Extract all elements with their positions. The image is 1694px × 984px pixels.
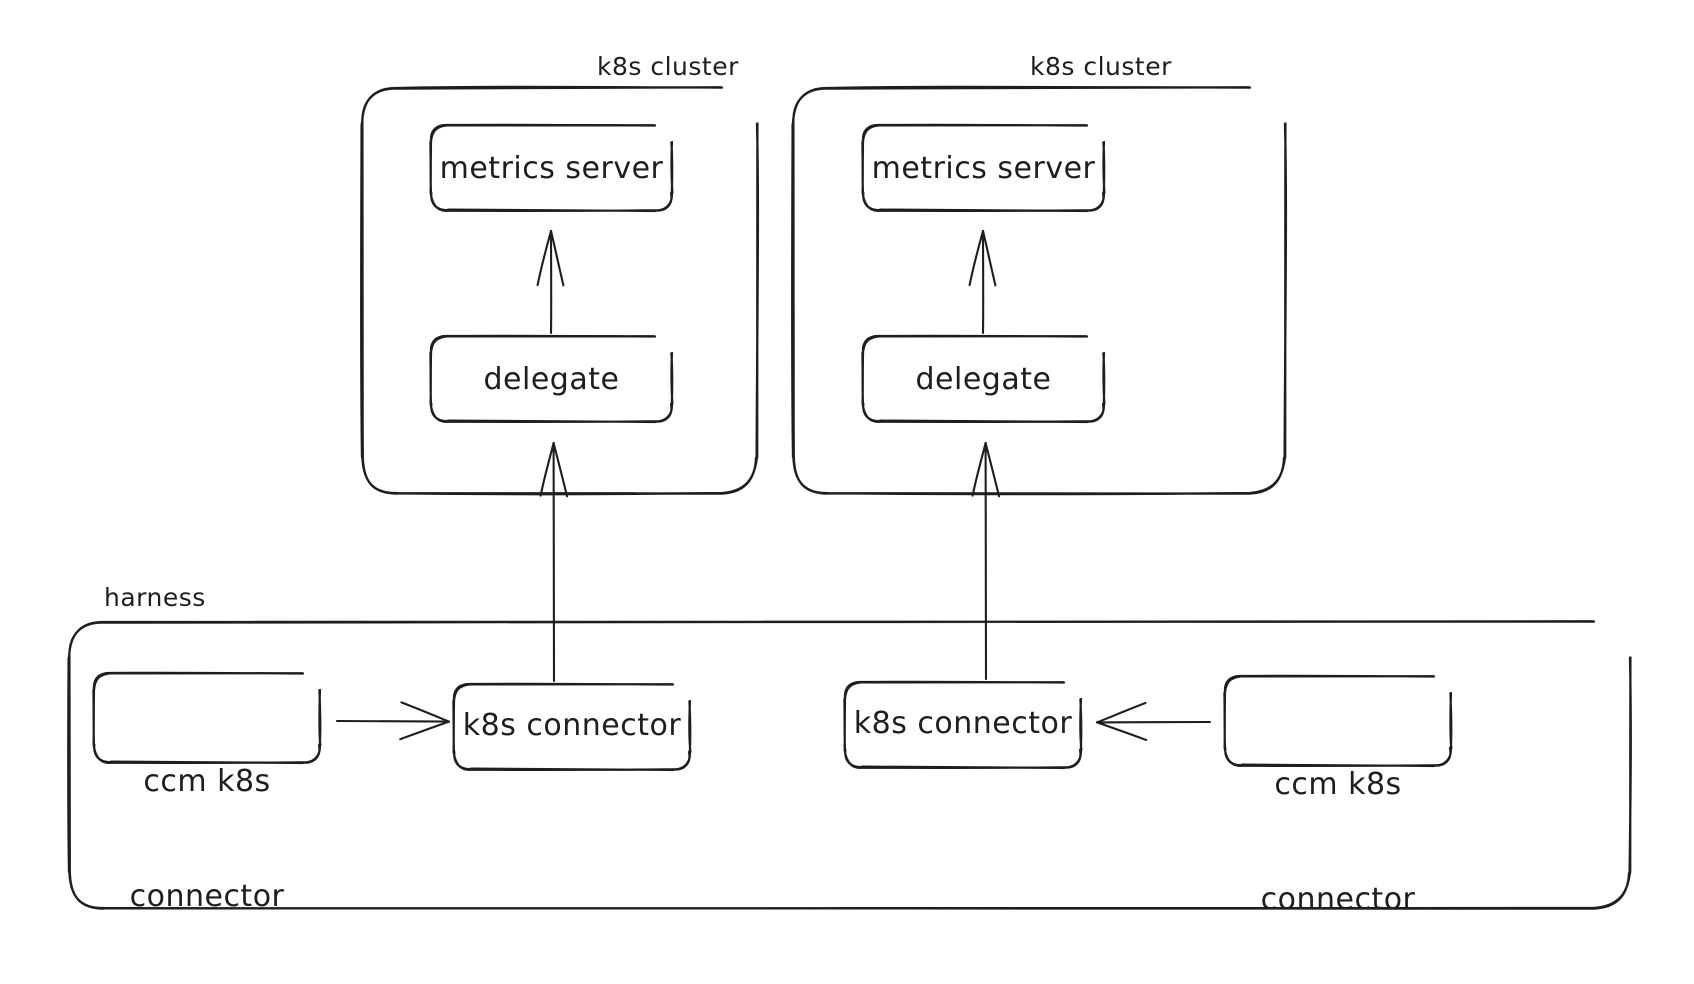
group-k8s-cluster-left-shape: [359, 85, 760, 496]
node-ccm-k8s-connector-left-shape: [92, 671, 322, 765]
edge-delegate-to-metrics-right-shape: [968, 229, 997, 335]
node-delegate-right-shape: [861, 334, 1106, 424]
edge-k8sconn-to-delegate-left-shape: [539, 441, 569, 683]
node-k8s-connector-right-shape: [843, 680, 1083, 770]
group-k8s-cluster-right-shape: [790, 85, 1288, 496]
group-harness-shape: [67, 619, 1632, 911]
node-ccm-k8s-connector-right-shape: [1223, 674, 1453, 768]
edge-delegate-to-metrics-left-shape: [536, 229, 565, 335]
edge-ccm-to-k8sconn-left-shape: [335, 701, 451, 741]
node-delegate-left-shape: [429, 334, 674, 424]
edge-k8sconn-to-delegate-right-shape: [971, 441, 1001, 681]
node-metrics-server-left-shape: [429, 123, 674, 213]
node-metrics-server-right-shape: [861, 123, 1106, 213]
edge-ccm-to-k8sconn-right-shape: [1095, 701, 1212, 742]
node-k8s-connector-left-shape: [452, 682, 692, 772]
